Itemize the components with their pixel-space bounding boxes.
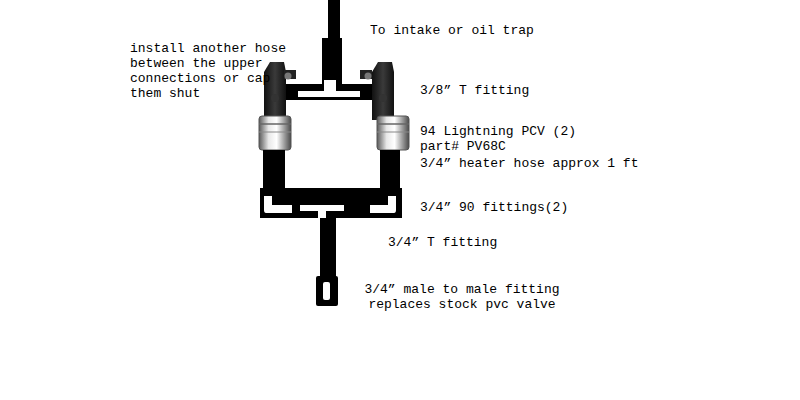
part-label: 3/4” heater hose approx 1 ft xyxy=(420,156,720,171)
part-label: 3/4” 90 fittings(2) xyxy=(420,200,670,215)
instruction-note: install another hose between the upper c… xyxy=(130,41,292,101)
part-label: 3/4” T fitting xyxy=(388,235,588,250)
destination-note: To intake or oil trap xyxy=(370,23,630,38)
part-label: 3/8” T fitting xyxy=(420,83,620,98)
part-label: 3/4” male to male fitting replaces stock… xyxy=(352,282,572,312)
part-label: 94 Lightning PCV (2) part# PV68C xyxy=(420,124,585,154)
